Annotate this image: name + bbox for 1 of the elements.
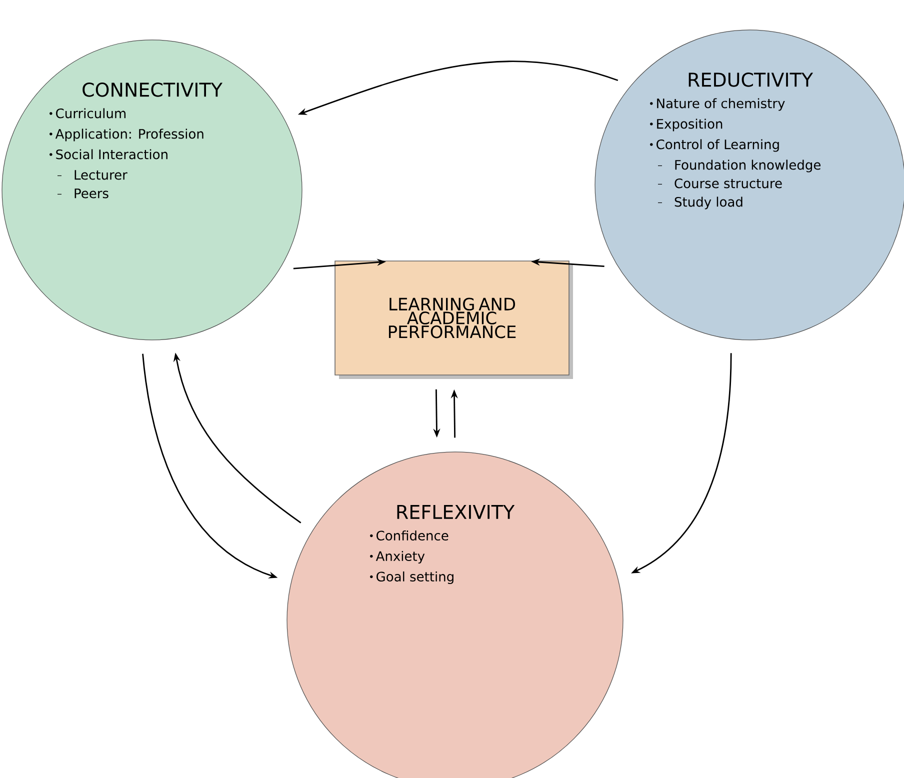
outcome-box: LEARNING AND ACADEMIC PERFORMANCE bbox=[334, 260, 570, 376]
